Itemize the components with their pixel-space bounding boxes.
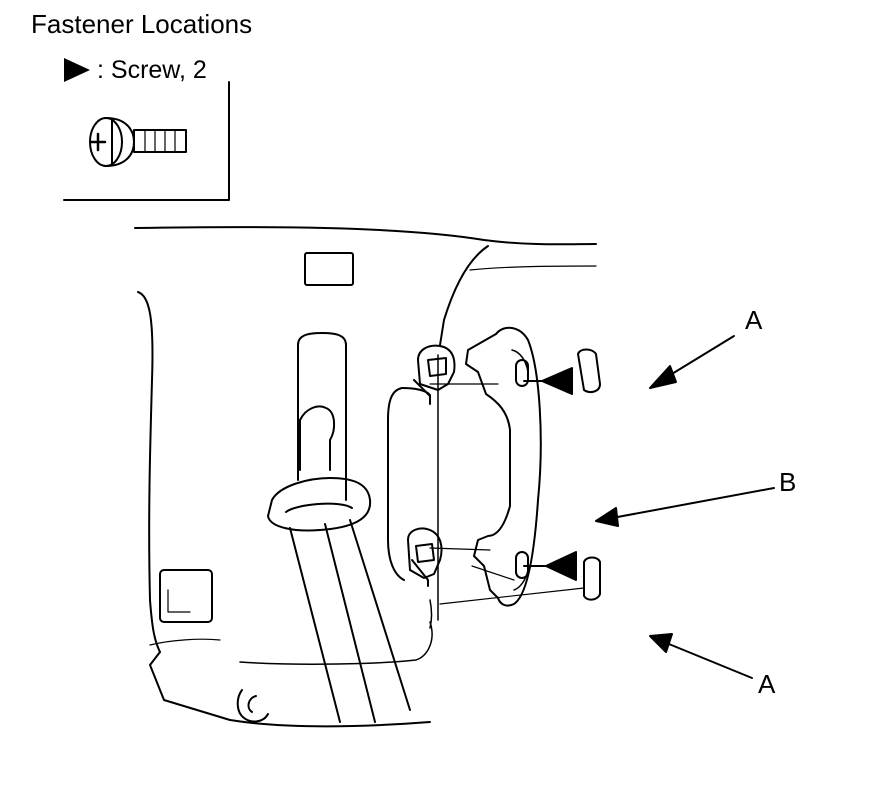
belt-anchor: [267, 477, 372, 532]
screw-marker-lower-icon: [545, 551, 577, 581]
screw-marker-upper-icon: [541, 367, 573, 395]
handle-mount-panel: [387, 344, 456, 629]
pillar-trim: [137, 252, 433, 728]
screw-marker-icon: [64, 58, 90, 82]
seat-belt: [289, 519, 411, 723]
fastener-legend: : Screw, 2: [64, 54, 207, 86]
roof-outline: [134, 226, 597, 346]
screw-location-markers: [523, 367, 577, 581]
callout-b: B: [779, 467, 797, 497]
lower-buckle: [236, 689, 269, 723]
screw-icon: [89, 117, 187, 167]
grab-handle: [429, 326, 585, 607]
screw-covers: [577, 348, 601, 601]
belt-guide: [297, 332, 347, 501]
figure-title: Fastener Locations: [31, 9, 253, 39]
legend-box: [63, 81, 230, 201]
legend-text: : Screw, 2: [97, 56, 207, 84]
callout-arrows: [595, 335, 775, 679]
callout-a-bottom: A: [758, 669, 776, 699]
callout-a-top: A: [745, 305, 763, 335]
